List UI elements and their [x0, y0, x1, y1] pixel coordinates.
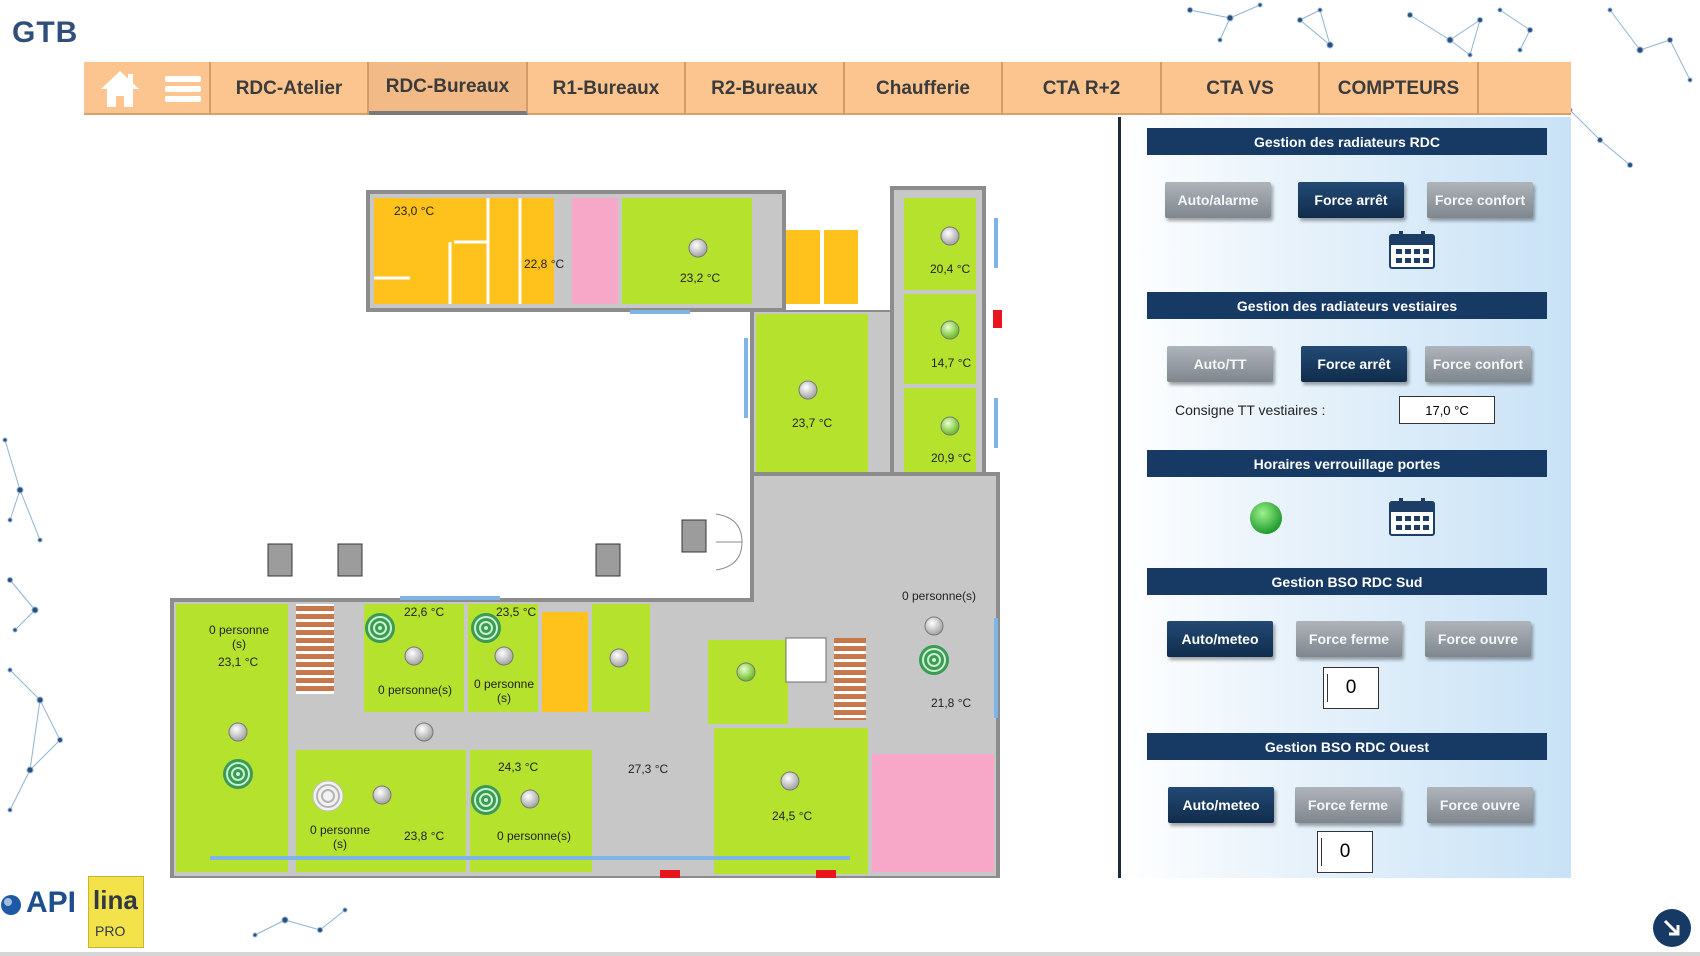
room-office-right-3 — [904, 388, 976, 476]
room-label: 23,1 °C — [218, 655, 259, 669]
rad-vest-force-arret-button[interactable]: Force arrêt — [1301, 346, 1407, 382]
room-office-right-2 — [904, 294, 976, 384]
section-bso-ouest-title: Gestion BSO RDC Ouest — [1147, 733, 1547, 760]
section-radiateurs-rdc-title: Gestion des radiateurs RDC — [1147, 128, 1547, 155]
tab-rdc-atelier[interactable]: RDC-Atelier — [211, 62, 369, 115]
section-horaires-portes-title: Horaires verrouillage portes — [1147, 450, 1547, 477]
api-logo-text: API — [26, 886, 77, 919]
calendar-icon[interactable] — [1389, 231, 1435, 269]
door-alarm-east — [993, 310, 1002, 328]
consigne-tt-label: Consigne TT vestiaires : — [1175, 402, 1326, 418]
room-sanitary-pink — [572, 198, 618, 304]
room-label: 0 personne(s) — [497, 829, 572, 843]
calendar-icon[interactable] — [1389, 498, 1435, 536]
room-label: 22,8 °C — [524, 257, 565, 271]
arrow-down-right-icon — [1663, 919, 1680, 936]
tab-r1-bureaux[interactable]: R1-Bureaux — [528, 62, 686, 115]
room-office-bottom-1 — [296, 750, 466, 872]
bso-ouest-position-field[interactable]: 0 — [1317, 831, 1373, 873]
rad-rdc-force-arret-button[interactable]: Force arrêt — [1298, 182, 1404, 218]
room-label: 20,4 °C — [930, 262, 971, 276]
bso-ouest-force-ouvre-button[interactable]: Force ouvre — [1427, 787, 1533, 823]
rad-rdc-auto-button[interactable]: Auto/alarme — [1165, 182, 1271, 218]
tab-cta-r2[interactable]: CTA R+2 — [1003, 62, 1162, 115]
consigne-tt-value-field[interactable]: 17,0 °C — [1399, 396, 1495, 424]
room-label: 21,8 °C — [931, 696, 972, 710]
room-label: 0 personne (s) — [473, 677, 535, 705]
room-label: 20,9 °C — [931, 451, 972, 465]
status-led-icon — [1250, 502, 1282, 534]
bso-sud-value: 0 — [1345, 677, 1357, 698]
room-label: 23,7 °C — [792, 416, 833, 430]
lina-pro-text: PRO — [95, 923, 126, 939]
room-label: 0 personne (s) — [208, 623, 270, 651]
room-label: 23,5 °C — [496, 605, 537, 619]
bso-ouest-value: 0 — [1339, 841, 1351, 862]
network-decoration-icon — [252, 907, 348, 938]
room-label: 24,3 °C — [498, 760, 539, 774]
tab-compteurs[interactable]: COMPTEURS — [1320, 62, 1479, 115]
bso-sud-force-ouvre-button[interactable]: Force ouvre — [1425, 621, 1531, 657]
rad-vest-force-confort-button[interactable]: Force confort — [1425, 346, 1531, 382]
bottom-bar — [0, 952, 1700, 956]
room-office-bottom-3 — [714, 728, 868, 874]
room-label: 24,5 °C — [772, 809, 813, 823]
app-title: GTB — [12, 16, 79, 49]
field-ticks-icon — [1321, 838, 1327, 866]
section-radiateurs-vestiaires-title: Gestion des radiateurs vestiaires — [1147, 292, 1547, 319]
resize-corner-button[interactable] — [1653, 909, 1691, 947]
menu-button[interactable] — [156, 62, 211, 115]
field-ticks-icon — [1327, 674, 1333, 702]
top-navigation: RDC-Atelier RDC-Bureaux R1-Bureaux R2-Bu… — [84, 62, 1571, 115]
room-label: 0 personne(s) — [902, 589, 977, 603]
control-panel: Gestion des radiateurs RDC Auto/alarme F… — [1118, 117, 1571, 878]
tab-chaufferie[interactable]: Chaufferie — [845, 62, 1003, 115]
bso-ouest-auto-meteo-button[interactable]: Auto/meteo — [1168, 787, 1274, 823]
room-label: 0 personne(s) — [378, 683, 453, 697]
company-logos: API lina PRO — [0, 872, 150, 956]
room-label: 14,7 °C — [931, 356, 972, 370]
room-label: 22,6 °C — [404, 605, 445, 619]
network-decoration-icon — [2, 437, 63, 813]
room-label: 27,3 °C — [628, 762, 669, 776]
home-icon — [101, 70, 139, 107]
staircase-left — [296, 604, 334, 694]
rad-rdc-force-confort-button[interactable]: Force confort — [1427, 182, 1533, 218]
tab-cta-vs[interactable]: CTA VS — [1162, 62, 1320, 115]
room-labels: 23,0 °C 22,8 °C 23,2 °C 20,4 °C 14,7 °C … — [0, 0, 976, 851]
hamburger-menu-icon — [164, 75, 201, 102]
room-office-right-1 — [904, 198, 976, 290]
bso-sud-auto-meteo-button[interactable]: Auto/meteo — [1167, 621, 1273, 657]
rad-vest-auto-tt-button[interactable]: Auto/TT — [1167, 346, 1273, 382]
bso-ouest-force-ferme-button[interactable]: Force ferme — [1295, 787, 1401, 823]
bso-sud-position-field[interactable]: 0 — [1323, 667, 1379, 709]
room-label: 23,8 °C — [404, 829, 445, 843]
api-logo-icon — [1, 895, 21, 915]
bso-sud-force-ferme-button[interactable]: Force ferme — [1296, 621, 1402, 657]
network-decoration-icon — [1187, 2, 1693, 168]
home-button[interactable] — [84, 62, 156, 115]
staircase-right — [834, 638, 866, 720]
tab-rdc-bureaux[interactable]: RDC-Bureaux — [369, 62, 528, 115]
floor-plan — [170, 186, 1002, 878]
lina-logo-text: lina — [93, 885, 138, 915]
lina-pro-logo: lina PRO — [88, 876, 144, 948]
tab-r2-bureaux[interactable]: R2-Bureaux — [686, 62, 845, 115]
room-label: 23,2 °C — [680, 271, 721, 285]
room-office-orange-1 — [374, 198, 554, 304]
room-label: 0 personne (s) — [309, 823, 371, 851]
room-office-green-top — [622, 198, 752, 304]
room-label: 23,0 °C — [394, 204, 435, 218]
door-alarm-south-1 — [660, 870, 680, 878]
door-alarm-south-2 — [816, 870, 836, 878]
section-bso-sud-title: Gestion BSO RDC Sud — [1147, 568, 1547, 595]
